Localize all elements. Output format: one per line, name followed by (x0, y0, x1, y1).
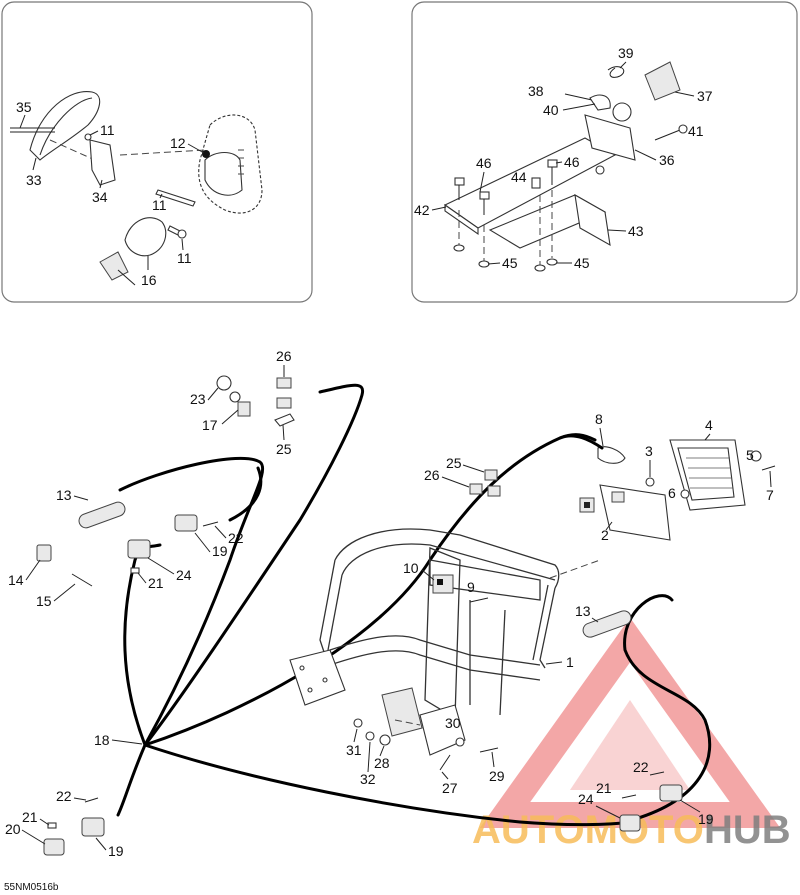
callout-22-c: 22 (633, 759, 649, 775)
callout-32: 32 (360, 771, 376, 787)
callout-44: 44 (511, 169, 527, 185)
callout-43: 43 (628, 223, 644, 239)
callout-23: 23 (190, 391, 206, 407)
callout-1: 1 (566, 654, 574, 670)
callout-30: 30 (445, 715, 461, 731)
callout-13-a: 13 (56, 487, 72, 503)
callout-33: 33 (26, 172, 42, 188)
callout-45-a: 45 (502, 255, 518, 271)
callout-25-a: 25 (276, 441, 292, 457)
callout-4: 4 (705, 417, 713, 433)
callout-46-b: 46 (564, 154, 580, 170)
callout-21-a: 21 (148, 575, 164, 591)
callout-15: 15 (36, 593, 52, 609)
callout-22-a: 22 (228, 530, 244, 546)
callout-45-b: 45 (574, 255, 590, 271)
callout-38: 38 (528, 83, 544, 99)
callout-39: 39 (618, 45, 634, 61)
callout-36: 36 (659, 152, 675, 168)
callout-11-a: 11 (100, 122, 115, 138)
callout-6: 6 (668, 485, 676, 501)
callout-19-a: 19 (212, 543, 228, 559)
callout-22-b: 22 (56, 788, 72, 804)
callout-21-b: 21 (22, 809, 38, 825)
callout-26-a: 26 (276, 348, 292, 364)
callout-37: 37 (697, 88, 713, 104)
svg-text:AUTOMOTO: AUTOMOTO (472, 808, 704, 852)
callout-27: 27 (442, 780, 458, 796)
callout-42: 42 (414, 202, 430, 218)
callout-29: 29 (489, 768, 505, 784)
figure-code: 55NM0516b (4, 882, 59, 893)
callout-12: 12 (170, 135, 186, 151)
callout-17: 17 (202, 417, 218, 433)
detail-panel-mirror: 35 33 11 34 12 11 11 16 (1, 1, 313, 303)
callout-25-b: 25 (446, 455, 462, 471)
callout-46-a: 46 (476, 155, 492, 171)
callout-7: 7 (766, 487, 774, 503)
callout-28: 28 (374, 755, 390, 771)
callout-21-c: 21 (596, 780, 612, 796)
callout-11-c: 11 (177, 250, 192, 266)
callout-14: 14 (8, 572, 24, 588)
callout-13-b: 13 (575, 603, 591, 619)
callout-9: 9 (467, 579, 475, 595)
callout-16: 16 (141, 272, 157, 288)
detail-panel-license-bracket: 39 37 38 40 41 36 46 46 44 42 43 45 45 (411, 1, 798, 303)
callout-10: 10 (403, 560, 419, 576)
main-assembly: 26 23 17 25 13 22 19 24 21 14 15 18 22 2… (4, 348, 776, 893)
svg-text:HUB: HUB (704, 808, 791, 852)
callout-19-b: 19 (108, 843, 124, 859)
callout-34: 34 (92, 189, 108, 205)
callout-5: 5 (746, 447, 754, 463)
callout-26-b: 26 (424, 467, 440, 483)
callout-3: 3 (645, 443, 653, 459)
callout-20: 20 (5, 821, 21, 837)
callout-18: 18 (94, 732, 110, 748)
callout-35: 35 (16, 99, 32, 115)
callout-24-b: 24 (578, 791, 594, 807)
callout-2: 2 (601, 527, 609, 543)
callout-40: 40 (543, 102, 559, 118)
callout-8: 8 (595, 411, 603, 427)
callout-19-c: 19 (698, 811, 714, 827)
callout-41: 41 (688, 123, 704, 139)
callout-11-b: 11 (152, 197, 167, 213)
callout-31: 31 (346, 742, 362, 758)
callout-24-a: 24 (176, 567, 192, 583)
